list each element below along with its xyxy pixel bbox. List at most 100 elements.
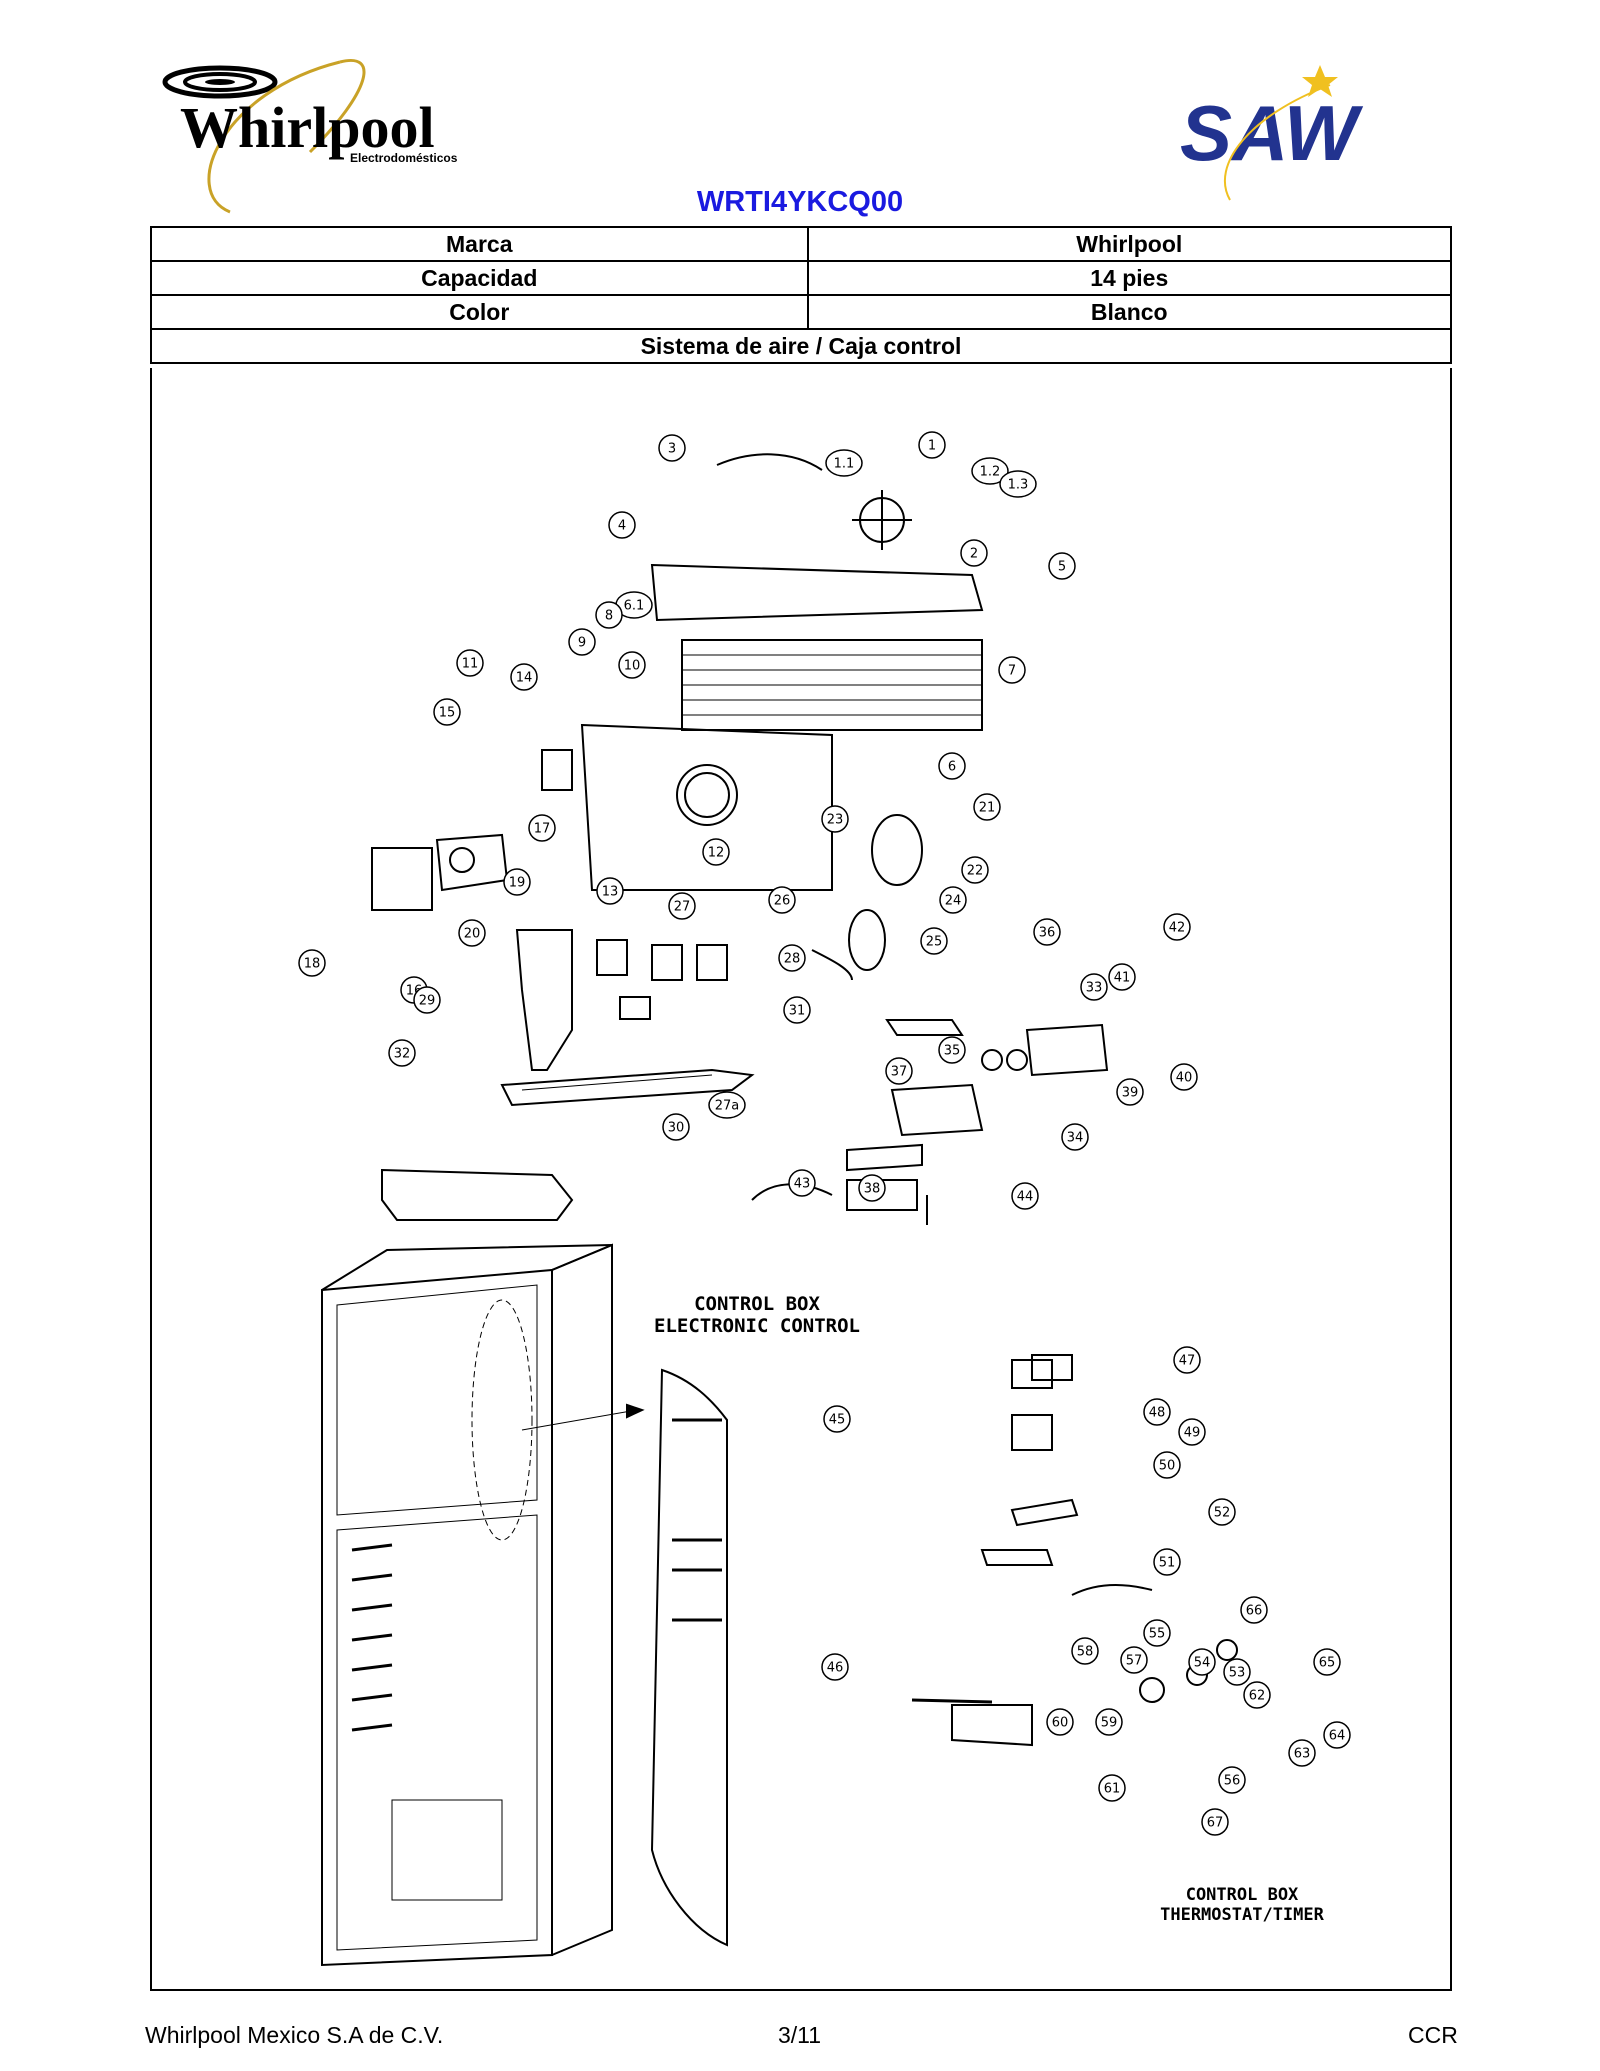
callout-54: 54 bbox=[1188, 1648, 1216, 1676]
callout-44: 44 bbox=[1011, 1182, 1039, 1210]
refrigerator-body bbox=[321, 1268, 553, 1967]
callout-29: 29 bbox=[413, 986, 441, 1014]
callout-37: 37 bbox=[885, 1057, 913, 1085]
callout-label: 54 bbox=[1194, 1656, 1211, 1671]
callout-26: 26 bbox=[768, 886, 796, 914]
callout-24: 24 bbox=[939, 886, 967, 914]
callout-30: 30 bbox=[662, 1113, 690, 1141]
callout-11: 11 bbox=[456, 649, 484, 677]
callout-label: 29 bbox=[419, 994, 436, 1009]
model-number: WRTI4YKCQ00 bbox=[696, 186, 904, 218]
callout-label: 4 bbox=[618, 519, 626, 534]
callout-label: 22 bbox=[967, 864, 984, 879]
callout-label: 1.1 bbox=[834, 457, 855, 472]
callout-28: 28 bbox=[778, 944, 806, 972]
callout-42: 42 bbox=[1163, 913, 1191, 941]
callout-4: 4 bbox=[608, 511, 636, 539]
callout-39: 39 bbox=[1116, 1078, 1144, 1106]
callout-1-2: 1.2 bbox=[971, 457, 1009, 485]
callout-label: 11 bbox=[462, 657, 479, 672]
callout-label: 33 bbox=[1086, 981, 1103, 996]
callout-label: 67 bbox=[1207, 1816, 1224, 1831]
callout-66: 66 bbox=[1240, 1596, 1268, 1624]
callout-label: 56 bbox=[1224, 1774, 1241, 1789]
saw-logo-text: SAW bbox=[1180, 89, 1364, 177]
callout-label: 46 bbox=[827, 1661, 844, 1676]
callout-label: 7 bbox=[1008, 664, 1016, 679]
callout-label: 13 bbox=[602, 885, 619, 900]
callout-49: 49 bbox=[1178, 1418, 1206, 1446]
callout-label: 43 bbox=[794, 1177, 811, 1192]
callout-65: 65 bbox=[1313, 1648, 1341, 1676]
callout-label: 47 bbox=[1179, 1354, 1196, 1369]
callout-22: 22 bbox=[961, 856, 989, 884]
callout-label: 36 bbox=[1039, 926, 1056, 941]
callout-label: 21 bbox=[979, 801, 996, 816]
section-title: Sistema de aire / Caja control bbox=[150, 328, 1452, 364]
callout-55: 55 bbox=[1143, 1619, 1171, 1647]
callout-57: 57 bbox=[1120, 1646, 1148, 1674]
callout-label: 42 bbox=[1169, 921, 1186, 936]
callout-label: 32 bbox=[394, 1047, 411, 1062]
callout-5: 5 bbox=[1048, 552, 1076, 580]
callout-67: 67 bbox=[1201, 1808, 1229, 1836]
callout-label: 31 bbox=[789, 1004, 806, 1019]
callout-label: 58 bbox=[1077, 1645, 1094, 1660]
callout-label: 10 bbox=[624, 659, 641, 674]
callout-8: 8 bbox=[595, 601, 623, 629]
callout-56: 56 bbox=[1218, 1766, 1246, 1794]
callout-label: 62 bbox=[1249, 1689, 1266, 1704]
callout-21: 21 bbox=[973, 793, 1001, 821]
bottom-cover bbox=[381, 1168, 574, 1221]
callout-label: 59 bbox=[1101, 1716, 1118, 1731]
callout-18: 18 bbox=[298, 949, 326, 977]
callout-61: 61 bbox=[1098, 1774, 1126, 1802]
callout-label: 9 bbox=[578, 636, 586, 651]
callout-label: 18 bbox=[304, 957, 321, 972]
callout-63: 63 bbox=[1288, 1739, 1316, 1767]
callout-label: 44 bbox=[1017, 1190, 1034, 1205]
exploded-parts-diagram: 11.11.21.3234566.17891011121314151617181… bbox=[298, 431, 1351, 1967]
callout-label: 1.3 bbox=[1008, 478, 1029, 493]
spec-value: Blanco bbox=[806, 294, 1452, 330]
callout-label: 6 bbox=[948, 760, 956, 775]
footer-code: CCR bbox=[1408, 2022, 1458, 2048]
callout-36: 36 bbox=[1033, 918, 1061, 946]
callout-label: 1.2 bbox=[980, 465, 1001, 480]
footer-company: Whirlpool Mexico S.A de C.V. bbox=[145, 2022, 444, 2048]
shelf-bracket bbox=[515, 929, 573, 1071]
callout-12: 12 bbox=[702, 838, 730, 866]
callout-label: 1 bbox=[928, 439, 936, 454]
callout-62: 62 bbox=[1243, 1681, 1271, 1709]
spec-label: Color bbox=[150, 294, 809, 330]
callout-label: 61 bbox=[1104, 1782, 1121, 1797]
callout-label: 57 bbox=[1126, 1654, 1143, 1669]
callout-label: 5 bbox=[1058, 560, 1066, 575]
callout-label: 27a bbox=[715, 1099, 740, 1114]
diagram-frame bbox=[150, 368, 1452, 1991]
callout-label: 55 bbox=[1149, 1627, 1166, 1642]
callout-58: 58 bbox=[1071, 1637, 1099, 1665]
callout-9: 9 bbox=[568, 628, 596, 656]
callout-17: 17 bbox=[528, 814, 556, 842]
caption-electronic-line1: CONTROL BOX bbox=[694, 1293, 820, 1315]
callout-64: 64 bbox=[1323, 1721, 1351, 1749]
callout-label: 15 bbox=[439, 706, 456, 721]
callout-label: 25 bbox=[926, 935, 943, 950]
caption-thermostat-line2: THERMOSTAT/TIMER bbox=[1160, 1905, 1325, 1925]
callout-label: 50 bbox=[1159, 1459, 1176, 1474]
callout-label: 27 bbox=[674, 900, 691, 915]
callout-label: 17 bbox=[534, 822, 551, 837]
callout-45: 45 bbox=[823, 1405, 851, 1433]
callout-6: 6 bbox=[938, 752, 966, 780]
callout-label: 14 bbox=[516, 671, 533, 686]
callout-14: 14 bbox=[510, 663, 538, 691]
callout-7: 7 bbox=[998, 656, 1026, 684]
table-row: Sistema de aire / Caja control bbox=[150, 328, 1452, 364]
callout-33: 33 bbox=[1080, 973, 1108, 1001]
refrigerator-door bbox=[650, 1368, 728, 1947]
callout-label: 37 bbox=[891, 1065, 908, 1080]
callout-52: 52 bbox=[1208, 1498, 1236, 1526]
table-row: Marca Whirlpool bbox=[150, 226, 1452, 262]
callout-label: 28 bbox=[784, 952, 801, 967]
